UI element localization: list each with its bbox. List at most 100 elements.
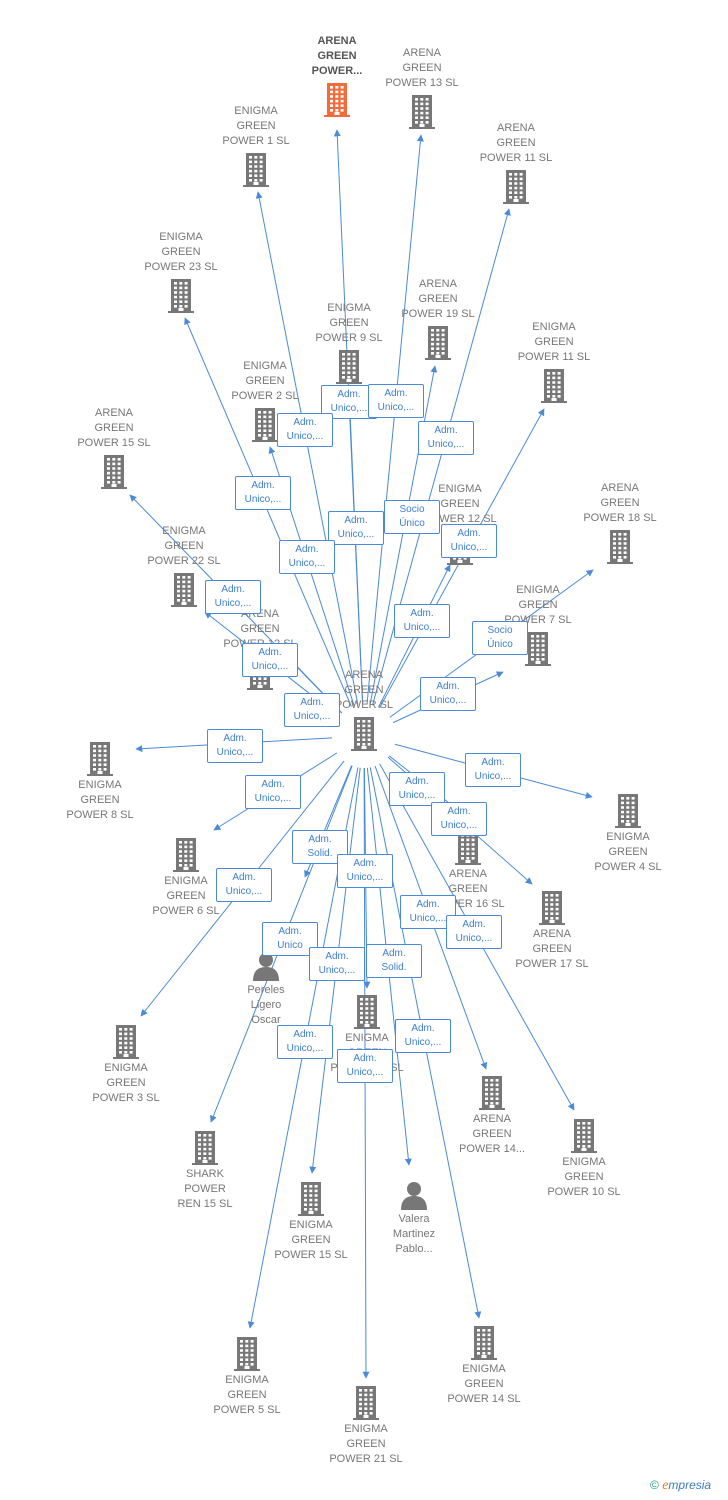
edge-label-n03[interactable]: Adm. Unico,...	[277, 413, 333, 447]
node-label: ARENA GREEN POWER 18 SL	[583, 482, 657, 524]
node-n26[interactable]: SHARK POWER REN 15 SL	[155, 1131, 255, 1212]
edge-label-n17[interactable]: Adm. Unico,...	[465, 753, 521, 787]
node-label: ENIGMA GREEN POWER 10 SL	[547, 1156, 621, 1198]
building-icon	[192, 1131, 218, 1165]
edge-label-n18[interactable]: Adm. Unico,...	[245, 775, 301, 809]
node-n21[interactable]: Pereles Ligero Oscar	[216, 951, 316, 1028]
node-label: ENIGMA GREEN POWER 5 SL	[213, 1374, 281, 1416]
edge-label-n07[interactable]: Adm. Unico,...	[328, 511, 384, 545]
node-n16[interactable]: ENIGMA GREEN POWER 8 SL	[50, 742, 150, 823]
node-n20[interactable]: ARENA GREEN POWER 17 SL	[502, 891, 602, 972]
building-icon	[87, 742, 113, 776]
node-label: ENIGMA GREEN POWER 1 SL	[222, 105, 290, 147]
edge-label-n06[interactable]: Socio Único	[384, 500, 440, 534]
node-n13[interactable]: ENIGMA GREEN POWER 22 SL	[134, 524, 234, 607]
node-n28[interactable]: Valera Martinez Pablo...	[364, 1180, 464, 1257]
edge-label-n09[interactable]: Adm. Unico,...	[279, 540, 335, 574]
node-label: ENIGMA GREEN POWER 23 SL	[144, 231, 218, 273]
node-n29[interactable]: ENIGMA GREEN POWER 5 SL	[197, 1337, 297, 1418]
edge-label-n25[interactable]: Adm. Unico,...	[446, 915, 502, 949]
edge-label-n14[interactable]: Adm. Unico,...	[420, 677, 476, 711]
node-label: ARENA GREEN POWER 11 SL	[479, 122, 553, 164]
building-icon	[354, 995, 380, 1029]
edge-label-n15[interactable]: Adm. Unico,...	[284, 693, 340, 727]
node-n02[interactable]: ARENA GREEN POWER 13 SL	[372, 46, 472, 129]
node-n05[interactable]: ENIGMA GREEN POWER 23 SL	[131, 230, 231, 313]
node-n09[interactable]: ENIGMA GREEN POWER 2 SL	[215, 359, 315, 442]
building-icon	[425, 326, 451, 360]
node-label: Valera Martinez Pablo...	[392, 1213, 436, 1255]
node-n30[interactable]: ENIGMA GREEN POWER 14 SL	[434, 1326, 534, 1407]
edge-label-n28[interactable]: Adm. Solid.	[366, 944, 422, 978]
building-icon	[113, 1025, 139, 1059]
node-n27[interactable]: ENIGMA GREEN POWER 15 SL	[261, 1182, 361, 1263]
node-n24[interactable]: ARENA GREEN POWER 14...	[442, 1076, 542, 1157]
node-n25[interactable]: ENIGMA GREEN POWER 10 SL	[534, 1119, 634, 1200]
edge-label-n19[interactable]: Adm. Unico,...	[389, 772, 445, 806]
building-icon	[252, 408, 278, 442]
edge-label-n13[interactable]: Adm. Unico,...	[242, 643, 298, 677]
node-n17[interactable]: ENIGMA GREEN POWER 4 SL	[578, 794, 678, 875]
edge-label-n26[interactable]: Adm. Unico	[262, 922, 318, 956]
node-label: ENIGMA GREEN POWER 11 SL	[517, 321, 591, 363]
node-n10[interactable]: ARENA GREEN POWER 15 SL	[64, 406, 164, 489]
node-label: ENIGMA GREEN POWER 7 SL	[504, 584, 572, 626]
building-icon	[101, 455, 127, 489]
node-n12[interactable]: ARENA GREEN POWER 18 SL	[570, 481, 670, 564]
building-icon	[471, 1326, 497, 1360]
building-icon	[243, 153, 269, 187]
edge-label-n04[interactable]: Adm. Unico,...	[418, 421, 474, 455]
edge-label-n31[interactable]: Adm. Unico,...	[337, 1049, 393, 1083]
center-company-node[interactable]: ARENA GREEN POWER SL	[314, 668, 414, 751]
node-n18[interactable]: ENIGMA GREEN POWER 6 SL	[136, 838, 236, 919]
edge-label-n24[interactable]: Adm. Unico,...	[400, 895, 456, 929]
edge-label-n12[interactable]: Socio Único	[472, 621, 528, 655]
node-label: ENIGMA GREEN POWER 21 SL	[329, 1423, 403, 1465]
edge-label-n10[interactable]: Adm. Unico,...	[205, 580, 261, 614]
node-n31[interactable]: ENIGMA GREEN POWER 21 SL	[316, 1386, 416, 1467]
node-label: SHARK POWER REN 15 SL	[177, 1168, 233, 1210]
building-icon	[324, 83, 350, 117]
node-n22[interactable]: ENIGMA GREEN POWER 3 SL	[76, 1025, 176, 1106]
node-n14[interactable]: ENIGMA GREEN POWER 7 SL	[488, 583, 588, 666]
edge-label-n02[interactable]: Adm. Unico,...	[368, 384, 424, 418]
edge-n03	[255, 191, 359, 705]
node-n06[interactable]: ARENA GREEN POWER 19 SL	[388, 277, 488, 360]
node-n08[interactable]: ENIGMA GREEN POWER 11 SL	[504, 320, 604, 403]
node-n04[interactable]: ARENA GREEN POWER 11 SL	[466, 121, 566, 204]
edge-label-n11[interactable]: Adm. Unico,...	[394, 604, 450, 638]
building-icon	[171, 573, 197, 607]
node-label: ARENA GREEN POWER...	[311, 35, 363, 77]
edge-label-n23[interactable]: Adm. Unico,...	[337, 854, 393, 888]
edge-label-n30[interactable]: Adm. Unico,...	[395, 1019, 451, 1053]
node-label: ENIGMA GREEN POWER 8 SL	[66, 779, 134, 821]
node-label: Pereles Ligero Oscar	[247, 984, 285, 1026]
edge-label-n22[interactable]: Adm. Unico,...	[216, 868, 272, 902]
node-label: ARENA GREEN POWER 14...	[458, 1113, 526, 1155]
node-n01[interactable]: ARENA GREEN POWER...	[287, 34, 387, 117]
edge-label-n29[interactable]: Adm. Unico,...	[277, 1025, 333, 1059]
node-n03[interactable]: ENIGMA GREEN POWER 1 SL	[206, 104, 306, 187]
node-label: ENIGMA GREEN POWER 4 SL	[594, 831, 662, 873]
edge-label-n20[interactable]: Adm. Unico,...	[431, 802, 487, 836]
building-icon	[541, 369, 567, 403]
edge-label-n27[interactable]: Adm. Unico,...	[309, 947, 365, 981]
building-icon	[234, 1337, 260, 1371]
edge-n02	[366, 134, 424, 705]
edge-label-n08[interactable]: Adm. Unico,...	[441, 524, 497, 558]
building-icon	[409, 95, 435, 129]
node-label: ENIGMA GREEN POWER 15 SL	[274, 1219, 348, 1261]
building-icon	[539, 891, 565, 925]
node-n07[interactable]: ENIGMA GREEN POWER 9 SL	[299, 301, 399, 384]
building-icon	[479, 1076, 505, 1110]
building-icon	[173, 838, 199, 872]
node-label: ARENA GREEN POWER 17 SL	[515, 928, 589, 970]
person-icon	[401, 1182, 427, 1210]
node-label: ARENA GREEN POWER SL	[334, 669, 394, 711]
node-label: ARENA GREEN POWER 13 SL	[385, 47, 459, 89]
edge-label-n05[interactable]: Adm. Unico,...	[235, 476, 291, 510]
empresia-logo: © empresia	[650, 1478, 712, 1493]
node-label: ARENA GREEN POWER 15 SL	[77, 407, 151, 449]
edge-label-n16[interactable]: Adm. Unico,...	[207, 729, 263, 763]
